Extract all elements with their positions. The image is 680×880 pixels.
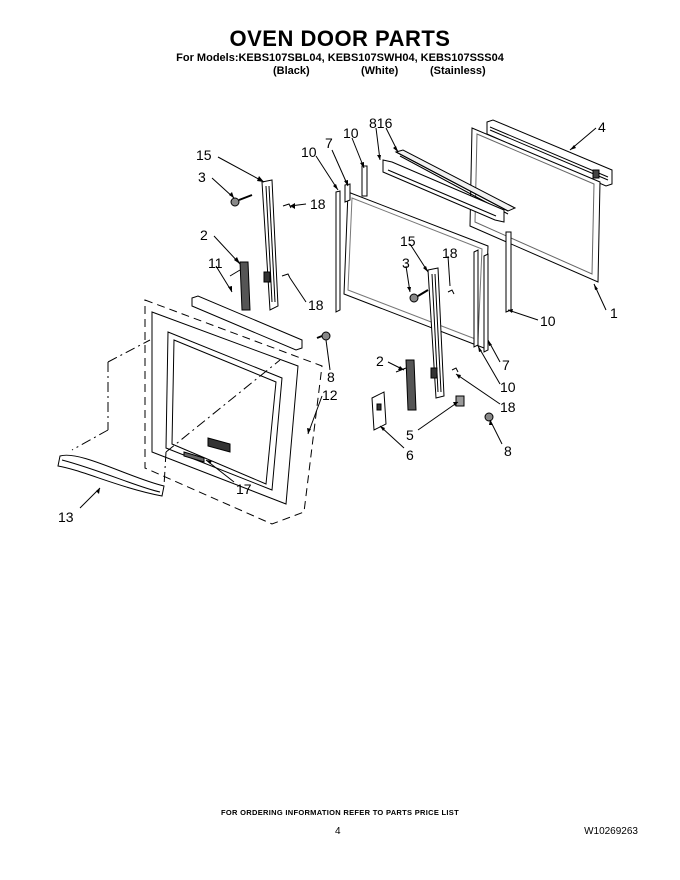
part-frame-strip [191, 295, 303, 351]
part-hinge-receiver-right [395, 359, 417, 411]
callout-6: 6 [406, 447, 414, 463]
callout-18: 18 [308, 297, 324, 313]
part-door-assembly-outline [144, 299, 323, 525]
page-title: OVEN DOOR PARTS [229, 26, 451, 51]
callout-2: 2 [376, 353, 384, 369]
callout-12: 12 [322, 387, 338, 403]
callout-18: 18 [442, 245, 458, 261]
callout-18: 18 [500, 399, 516, 415]
callout-4: 4 [598, 119, 606, 135]
callout-8: 8 [327, 369, 335, 385]
callout-10: 10 [301, 144, 317, 160]
part-hinge-right [427, 267, 445, 399]
callout-1: 1 [610, 305, 618, 321]
part-badge [183, 437, 231, 463]
callout-15: 15 [196, 147, 212, 163]
assembly-lines [71, 339, 281, 487]
callout-7: 7 [502, 357, 510, 373]
part-inner-glass [343, 191, 489, 349]
callout-18: 18 [310, 196, 326, 212]
callout-8: 8 [504, 443, 512, 459]
callout-2: 2 [200, 227, 208, 243]
callout-15: 15 [400, 233, 416, 249]
models-line: For Models:KEBS107SBL04, KEBS107SWH04, K… [176, 52, 504, 64]
callout-10: 10 [540, 313, 556, 329]
part-hinge-left [261, 179, 279, 311]
callout-3: 3 [402, 255, 410, 271]
part-screw-left [230, 194, 253, 207]
part-glass-retainer [394, 149, 517, 215]
variant-stainless: (Stainless) [430, 65, 486, 77]
callout-7: 7 [325, 135, 333, 151]
callout-11: 11 [208, 255, 223, 271]
part-stop [455, 395, 465, 407]
part-clip [281, 203, 459, 373]
callout-8-16: 816 [369, 115, 393, 131]
callout-3: 3 [198, 169, 206, 185]
part-screw-right [409, 289, 429, 303]
part-screw-8 [316, 331, 494, 422]
part-top-channel [486, 119, 613, 187]
callout-5: 5 [406, 427, 414, 443]
leader-arrowheads [96, 145, 598, 494]
part-door-handle [57, 454, 165, 497]
part-glass-spacer-left [335, 165, 368, 313]
variant-white: (White) [361, 65, 399, 77]
part-bracket [371, 391, 387, 431]
part-hinge-receiver-left [229, 261, 251, 311]
page-number: 4 [335, 826, 341, 837]
part-inner-frame [382, 159, 505, 223]
callout-17: 17 [236, 481, 252, 497]
callout-10: 10 [500, 379, 516, 395]
callout-13: 13 [58, 509, 74, 525]
callout-10: 10 [343, 125, 359, 141]
document-number: W10269263 [584, 826, 638, 837]
variant-black: (Black) [273, 65, 310, 77]
ordering-note: FOR ORDERING INFORMATION REFER TO PARTS … [221, 808, 459, 817]
